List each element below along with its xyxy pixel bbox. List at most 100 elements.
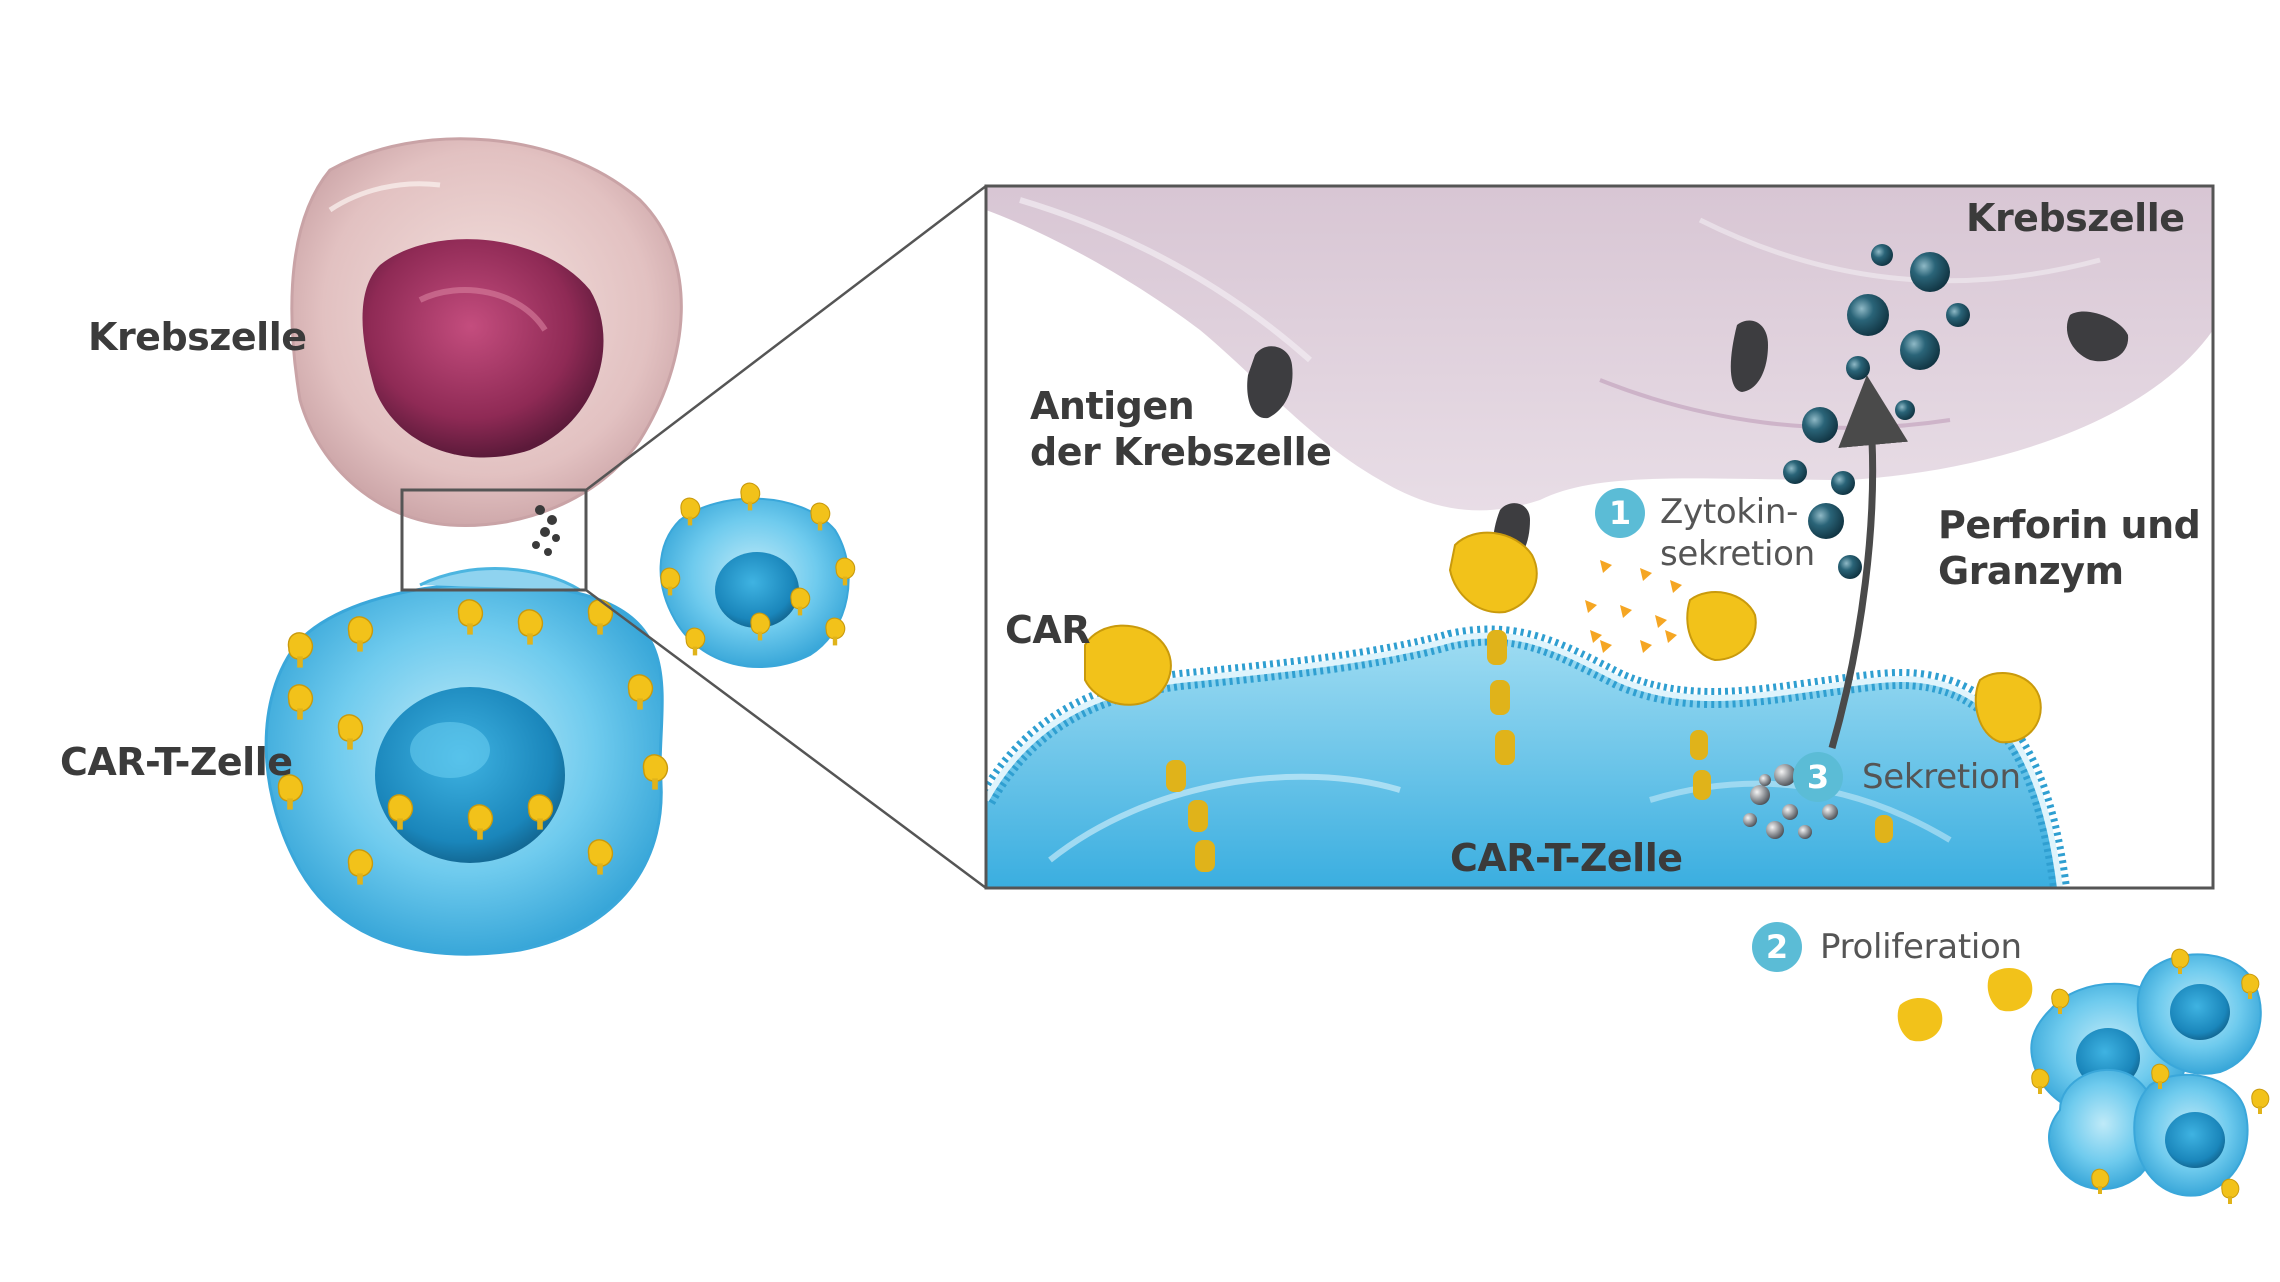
car-receptor-cluster-3 (2241, 973, 2260, 999)
car-receptor-small-9-stalk (797, 606, 803, 616)
label-antigen-line1: Antigen (1030, 384, 1195, 428)
label-cancer-cell-left: Krebszelle (88, 315, 307, 359)
car-receptor-cluster-6 (2091, 1168, 2110, 1194)
car-receptor-cluster-1-stalk (2058, 1006, 2062, 1014)
car-receptor-left-13-head (587, 839, 614, 867)
car-receptor-cluster-7 (2221, 1178, 2240, 1204)
label-cart-cell-left: CAR-T-Zelle (60, 740, 293, 784)
car-receptor-left-14 (347, 849, 374, 885)
car-receptor-left-1-head (287, 632, 314, 660)
car-receptor-left-14-stalk (357, 873, 363, 885)
car-receptor-left-11-stalk (477, 828, 483, 840)
vesicle-7 (1798, 825, 1812, 839)
granule-9 (1783, 460, 1807, 484)
car-receptor-small-1 (680, 497, 701, 526)
car-receptor-left-6-stalk (637, 698, 643, 710)
car-receptor-left-8-stalk (347, 738, 353, 750)
cytokine-2 (1640, 568, 1652, 581)
car-receptor-cluster-8-head (2151, 1063, 2170, 1084)
car-receptor-left-1 (287, 632, 314, 668)
car-receptor-left-9-stalk (287, 798, 293, 810)
zoom-line-bottom (585, 588, 987, 890)
car-receptor-left-13 (587, 839, 614, 875)
car-receptors-left (277, 599, 669, 885)
car-receptor-left-2 (347, 616, 374, 652)
secretion-arrow (1828, 375, 1909, 749)
car-receptor-small-9-head (790, 587, 811, 610)
car-receptor-left-10-head (387, 794, 414, 822)
car-receptor-small-8 (750, 612, 771, 641)
vesicle-8 (1822, 804, 1838, 820)
car-receptor-small-5-head (825, 617, 846, 640)
car-receptor-small-4 (835, 557, 856, 586)
car-receptor-small-1-head (680, 497, 701, 520)
vesicle-3 (1750, 785, 1770, 805)
cart-cell-small (659, 497, 850, 668)
car-receptor-small-9 (790, 587, 811, 616)
cytokine-particles (1585, 560, 1682, 653)
car-receptor-left-14-head (347, 849, 374, 877)
granule-6 (1846, 356, 1870, 380)
car-receptor-cluster-6-head (2091, 1168, 2110, 1189)
label-car: CAR (1005, 608, 1091, 652)
car-receptor-small-3-stalk (817, 521, 823, 531)
car-receptor-left-5-stalk (597, 623, 603, 635)
step-1-label-line1: Zytokin- (1660, 492, 1799, 532)
cytokine-8 (1640, 640, 1652, 653)
car-receptor-small-7 (660, 567, 681, 596)
car-receptor-left-9-head (277, 774, 304, 802)
car-receptor-left-4-head (517, 609, 544, 637)
inset-panel (984, 184, 2215, 890)
car-receptors-cluster (2031, 948, 2270, 1204)
car-receptor-small-5-stalk (832, 636, 838, 646)
cytokine-3 (1670, 580, 1682, 593)
synapse-detail-small (419, 505, 581, 592)
car-receptor-left-2-head (347, 616, 374, 644)
granule-10 (1831, 471, 1855, 495)
perforin-granzyme-granules (1783, 244, 1970, 579)
label-perforin-line1: Perforin und (1938, 503, 2201, 547)
car-receptor-cluster-5 (2251, 1088, 2270, 1114)
step-3-label: Sekretion (1862, 757, 2021, 797)
granule-11 (1808, 503, 1844, 539)
car-receptor-small-4-head (835, 557, 856, 580)
car-receptor-small-8-head (750, 612, 771, 635)
car-receptor-cluster-8 (2151, 1063, 2170, 1089)
car-receptor-cluster-4 (2031, 1068, 2050, 1094)
car-receptor-small-3-head (810, 502, 831, 525)
car-receptor-cluster-7-head (2221, 1178, 2240, 1199)
cytokine-1 (1600, 560, 1612, 573)
car-receptor-cluster-2 (2171, 948, 2190, 974)
step-2-label: Proliferation (1820, 927, 2022, 967)
granule-4 (1900, 330, 1940, 370)
cytokine-10 (1590, 630, 1602, 643)
car-receptor-cluster-2-head (2171, 948, 2190, 969)
zoom-line-top (585, 185, 987, 491)
car-receptor-small-8-stalk (757, 631, 763, 641)
car-receptor-small-2-head (740, 482, 761, 505)
vesicle-5 (1743, 813, 1757, 827)
car-receptor-small-1-stalk (687, 516, 693, 526)
granule-1 (1910, 252, 1950, 292)
car-receptor-left-10-stalk (397, 818, 403, 830)
zoom-box (400, 488, 588, 592)
step-2-badge: 2 (1752, 922, 1802, 972)
car-receptor-cluster-6-stalk (2098, 1186, 2102, 1194)
car-receptor-small-4-stalk (842, 576, 848, 586)
granule-2 (1871, 244, 1893, 266)
car-receptor-cluster-8-stalk (2158, 1081, 2162, 1089)
car-receptor-small-7-stalk (667, 586, 673, 596)
vesicle-4 (1782, 804, 1798, 820)
granule-7 (1895, 400, 1915, 420)
car-receptor-small-2-stalk (747, 501, 753, 511)
step-3-badge: 3 (1793, 752, 1843, 802)
car-receptor-left-6-head (627, 674, 654, 702)
car-receptor-left-5-head (587, 599, 614, 627)
cytokine-6 (1655, 615, 1667, 628)
car-receptor-left-10 (387, 794, 414, 830)
car-receptor-cluster-4-head (2031, 1068, 2050, 1089)
car-receptor-small-7-head (660, 567, 681, 590)
car-receptor-cluster-2-stalk (2178, 966, 2182, 974)
car-receptor-left-1-stalk (297, 656, 303, 668)
